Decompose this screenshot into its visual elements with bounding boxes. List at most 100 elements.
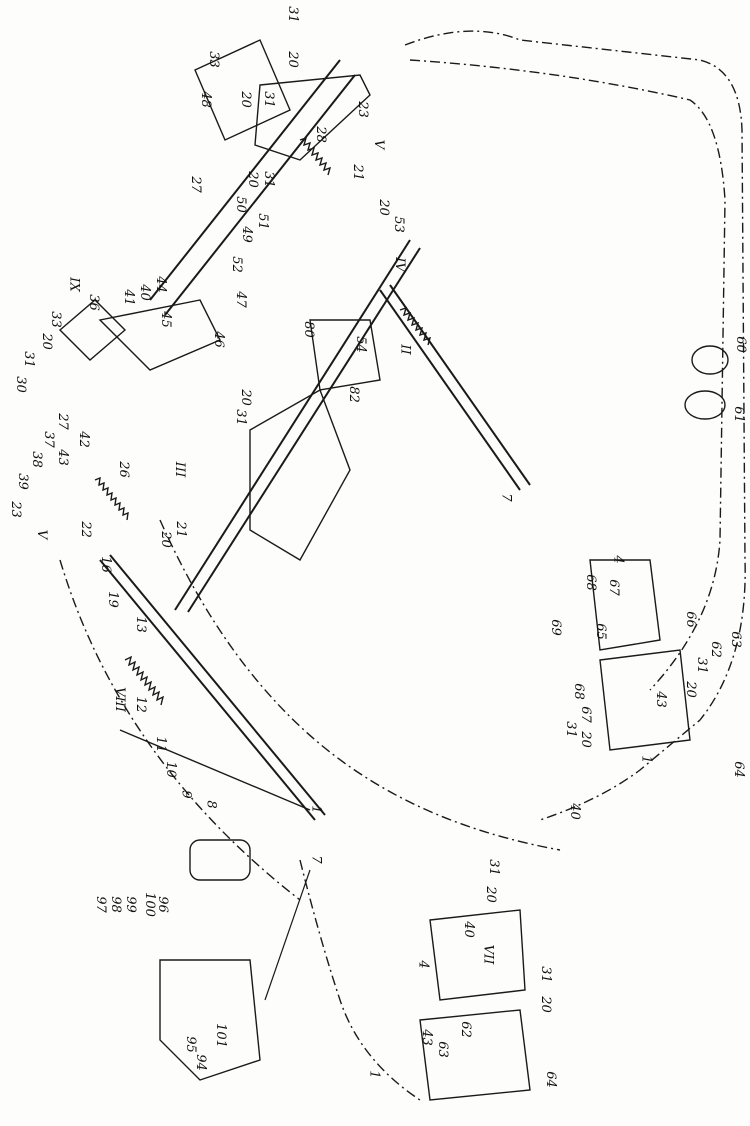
callout-label: 40 [566,803,582,820]
callout-label: 51 [254,213,270,230]
callout-label: 64 [730,761,746,778]
callout-label: 52 [228,256,244,273]
callout-label: 20 [577,731,593,748]
callout-label: 54 [352,336,368,353]
main-shaft [99,59,531,821]
callout-label: 21 [349,164,365,181]
callout-label: VII [480,944,496,965]
callout-label: 20 [237,91,253,108]
callout-label: 22 [77,521,93,538]
bracket-4-bottom [429,909,526,1001]
callout-label: II [397,344,413,355]
callout-label: 38 [28,451,44,468]
callout-label: 31 [562,721,578,738]
spring-12 [124,655,165,706]
callout-label: V [371,139,387,150]
callout-label: 20 [284,51,300,68]
callout-label: 42 [75,431,91,448]
callout-label: VIII [111,687,127,712]
callout-label: 20 [38,333,54,350]
callout-label: 31 [485,859,501,876]
callout-label: 53 [390,216,406,233]
callout-label: 1 [366,1070,382,1079]
callout-label: 20 [682,681,698,698]
callout-label: 20 [244,171,260,188]
callout-label: 48 [197,91,213,108]
callout-label: 12 [132,696,148,713]
callout-label: IV [391,257,407,272]
detail-arrow [264,869,311,1001]
callout-label: 10 [162,761,178,778]
callout-label: 13 [132,616,148,633]
callout-label: 20 [375,199,391,216]
callout-label: 28 [312,126,328,143]
body-outline-inner [409,59,726,691]
callout-label: 46 [210,331,226,348]
callout-label: 20 [537,996,553,1013]
callout-label: 63 [727,631,743,648]
spring-22 [94,476,129,521]
callout-label: 43 [418,1029,434,1046]
callout-label: 31 [20,351,36,368]
callout-label: 63 [434,1041,450,1058]
callout-label: 67 [577,706,593,723]
callout-label: 50 [232,196,248,213]
spring-rear [299,136,332,176]
spring-right [399,306,432,346]
callout-label: 40 [136,284,152,301]
callout-label: 4 [415,960,431,969]
callout-label: 62 [457,1021,473,1038]
callout-label: 33 [205,51,221,68]
callout-label: 30 [12,376,28,393]
callout-label: 68 [570,683,586,700]
floor-outline-lower [299,859,421,1101]
callout-label: 16 [97,556,113,573]
bracket-33-left [58,299,127,361]
callout-label: 64 [542,1071,558,1088]
callout-label: 19 [104,591,120,608]
callout-label: 31 [284,6,300,23]
callout-label: 98 [107,896,123,913]
callout-label: 4 [610,555,626,564]
callout-label: 37 [40,431,56,448]
callout-label: 49 [238,226,254,243]
callout-label: 31 [232,409,248,426]
callout-label: 68 [582,574,598,591]
callout-label: 97 [92,896,108,913]
callout-label: 31 [537,966,553,983]
callout-label: 82 [345,386,361,403]
callout-label: 1 [638,755,654,764]
floor-outline [159,519,561,851]
bracket-33-top [194,39,291,141]
callout-label: 23 [354,101,370,118]
callout-label: IX [66,277,82,292]
callout-label: 99 [122,896,138,913]
callout-label: 43 [54,449,70,466]
bracket-upper [254,74,371,161]
callout-label: 9 [178,790,194,799]
callout-label: 8 [203,800,219,809]
callout-label: 27 [54,413,70,430]
callout-label: 7 [308,855,324,864]
pedal-pad [249,388,351,561]
callout-label: 33 [47,311,63,328]
callout-label: 20 [482,886,498,903]
callout-label: 95 [182,1036,198,1053]
callout-label: 41 [120,289,136,306]
callout-label: 44 [152,276,168,293]
callout-label: 26 [115,461,131,478]
callout-label: 23 [7,501,23,518]
callout-label: 27 [187,176,203,193]
callout-label: 20 [237,389,253,406]
plate-1-bottom [419,1009,531,1101]
callout-label: 66 [682,611,698,628]
callout-label: 80 [300,321,316,338]
bracket-mid [98,299,221,371]
callout-label: 1 [308,805,324,814]
callout-label: 20 [157,531,173,548]
callout-label: 94 [192,1054,208,1071]
callout-label: 60 [732,336,748,353]
callout-label: 67 [605,579,621,596]
